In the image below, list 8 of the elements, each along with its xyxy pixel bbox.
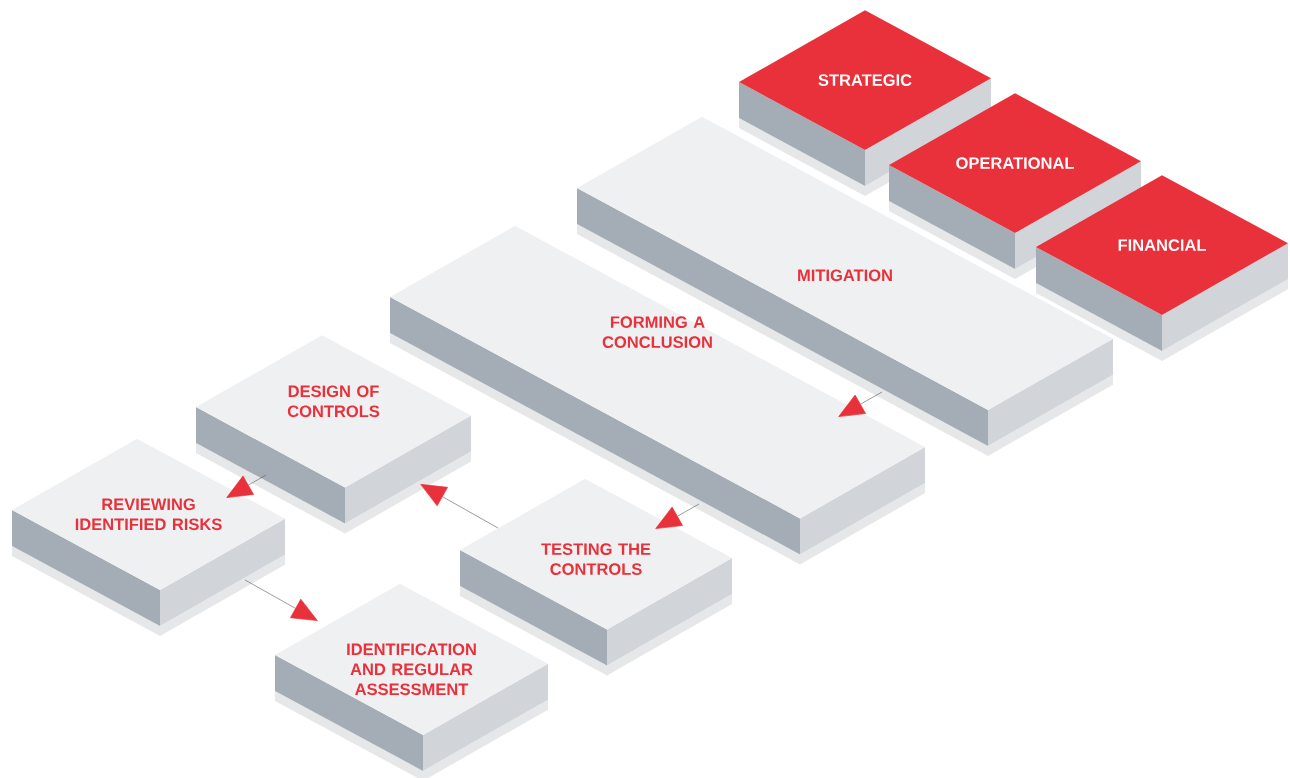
block: IDENTIFICATION AND REGULAR ASSESSMENT xyxy=(275,583,548,778)
arrow xyxy=(655,503,700,529)
arrow xyxy=(420,484,499,529)
arrow xyxy=(838,391,883,417)
arrow xyxy=(244,579,318,621)
block: REVIEWING IDENTIFIED RISKS xyxy=(12,438,285,636)
block: FINANCIAL xyxy=(1036,175,1288,361)
arrow xyxy=(226,474,267,498)
